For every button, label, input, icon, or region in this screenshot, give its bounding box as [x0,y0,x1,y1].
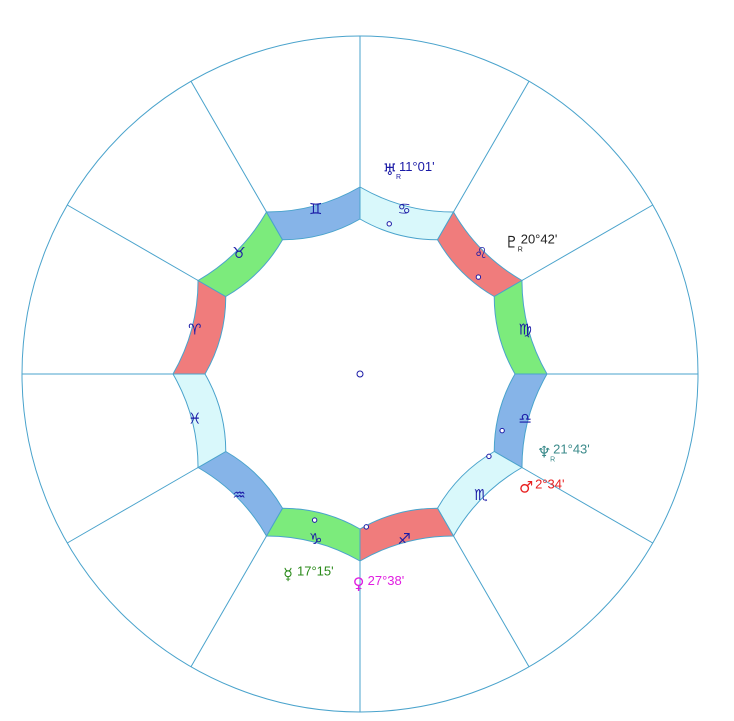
aries-sign-icon: ♈ [188,321,201,339]
mercury-label: ☿ 17°15' [283,564,334,584]
mercury-position-marker [311,517,318,523]
pluto-position-marker [475,274,482,280]
uranus-icon: ♅ [383,160,397,179]
mercury-degree-text: 17°15' [297,564,334,579]
neptune-degree-text: 21°43' [553,441,590,456]
zodiac-ring: ♈ ♉ ♊ ♋ ♌ ♍ ♎ ♏ ♐ ♑ ♒ ♓ [172,186,548,562]
aquarius-sign-icon: ♒ [232,486,245,504]
house-cusp-line [67,467,199,544]
neptune-icon: ♆ [537,442,551,461]
taurus-sign-icon: ♉ [232,244,245,262]
outer-circle [21,35,699,713]
sagittarius-sign-icon: ♐ [398,530,411,548]
capricorn-sign-icon: ♑ [309,530,322,548]
mercury-icon: ☿ [283,565,293,584]
mars-icon: ♂ [519,478,533,497]
center-point [356,370,364,378]
pluto-label: ♇20°42'R [505,232,558,254]
mars-degree-text: 2°34' [535,477,564,492]
neptune-label: ♆21°43'R [537,441,590,463]
uranus-label: ♅11°01'R [383,159,435,181]
sign-sector-pisces [172,373,227,469]
house-cusp-line [190,81,267,213]
house-cusp-line [190,535,267,667]
cancer-sign-icon: ♋ [398,200,411,218]
venus-degree-text: 27°38' [368,573,405,588]
pluto-icon: ♇ [505,233,519,252]
mars-label: ♂2°34' [519,477,565,497]
gemini-sign-icon: ♊ [309,200,322,218]
pluto-degree-text: 20°42' [521,232,558,247]
libra-sign-icon: ♎ [518,409,531,427]
house-cusp-line [453,81,530,213]
leo-sign-icon: ♌ [474,244,487,262]
virgo-sign-icon: ♍ [518,321,531,339]
venus-label: ♀27°38' [353,573,404,593]
scorpio-sign-icon: ♏ [474,486,488,504]
planet-markers: ☿17°15'♀27°38'♂2°34'♆21°43'R♇20°42'R♅11°… [283,159,590,593]
house-lines [22,36,698,712]
uranus-degree-text: 11°01' [399,159,435,174]
pluto-retrograde-marker: R [518,247,523,254]
neptune-position-marker [499,427,505,434]
venus-icon: ♀ [353,574,365,593]
uranus-retrograde-marker: R [396,174,401,181]
mars-position-marker [486,453,492,460]
pisces-sign-icon: ♓ [188,409,201,427]
house-cusp-line [453,535,530,667]
house-cusp-line [521,204,653,281]
house-cusp-line [67,204,199,281]
house-cusp-line [521,467,653,544]
venus-position-marker [363,524,370,530]
neptune-retrograde-marker: R [550,456,555,463]
uranus-position-marker [386,221,392,227]
